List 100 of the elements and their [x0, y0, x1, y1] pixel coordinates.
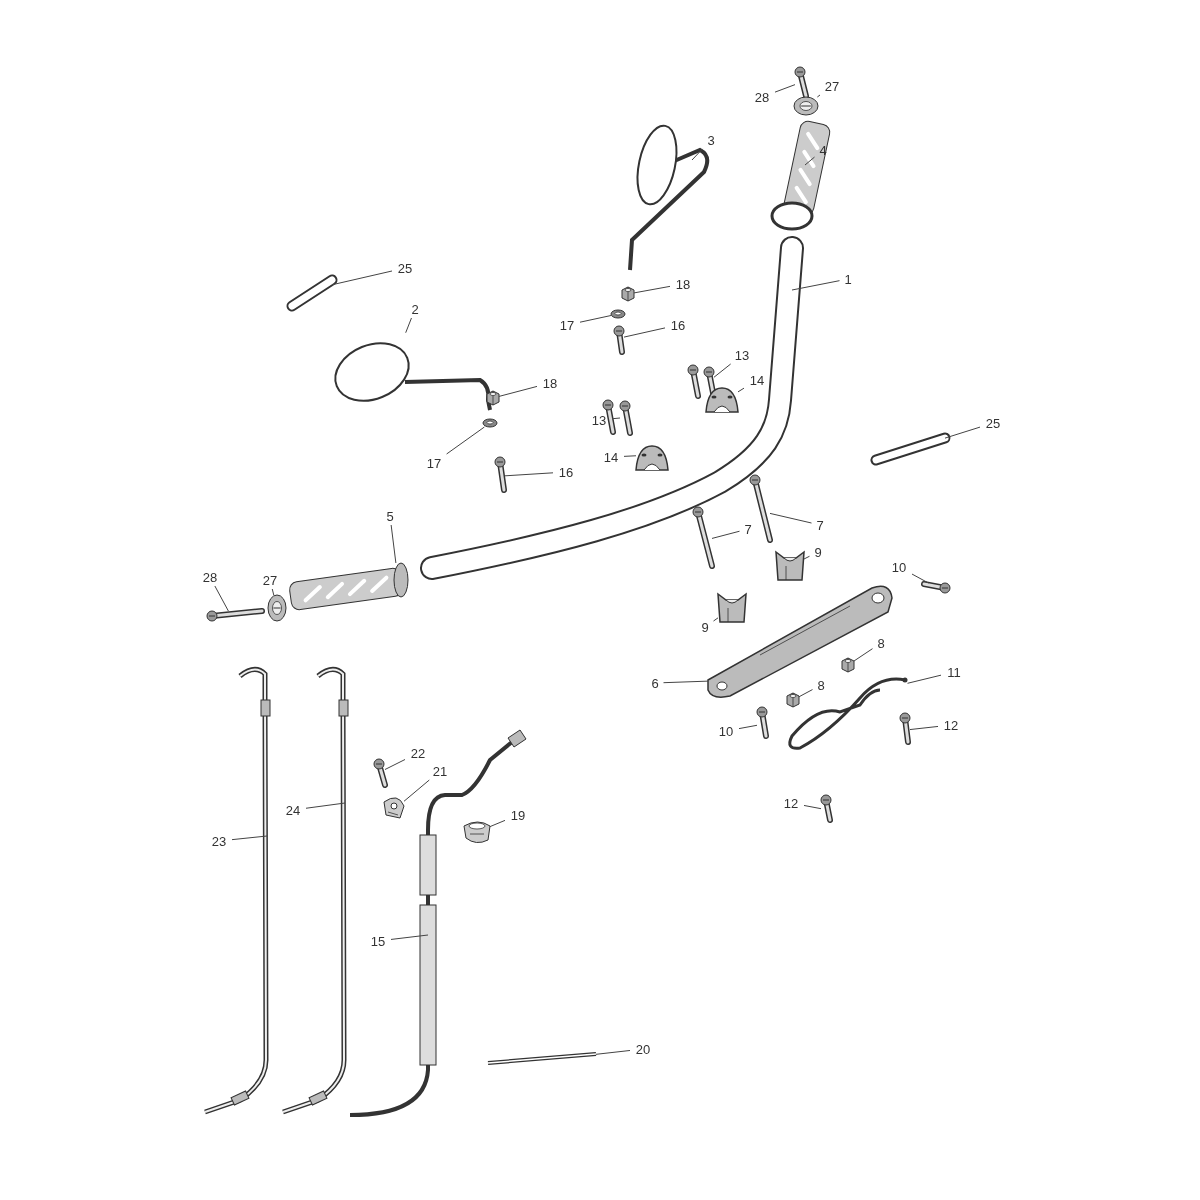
callout-number: 17 [426, 456, 442, 470]
throttle-cable-drawing [349, 729, 527, 1117]
bolt [206, 608, 265, 622]
leader-line [853, 648, 873, 662]
callout-number: 13 [591, 413, 607, 427]
callout-number: 23 [211, 834, 227, 848]
callout-number: 28 [754, 90, 770, 104]
nut [786, 692, 800, 708]
leader-line [271, 588, 275, 596]
grip [770, 119, 832, 231]
leader-line [623, 455, 637, 457]
cable-tie [487, 1052, 597, 1065]
leader-line [331, 270, 393, 286]
callout-number: 17 [559, 318, 575, 332]
leader-line [909, 725, 939, 731]
callout-number: 21 [432, 764, 448, 778]
bolt [749, 474, 773, 543]
leader-line [489, 819, 506, 828]
callout-number: 20 [635, 1042, 651, 1056]
leader-line [711, 530, 740, 539]
callout-number: 7 [816, 518, 824, 532]
callout-number: 19 [510, 808, 526, 822]
leader-line [691, 148, 703, 161]
callout-number: 25 [985, 416, 1001, 430]
leader-line [579, 315, 612, 323]
leader-line [907, 674, 942, 684]
callout-number: 16 [558, 465, 574, 479]
wiring-loop [788, 677, 908, 750]
leader-line [595, 1049, 631, 1055]
callout-number: 24 [285, 803, 301, 817]
callout-number: 5 [386, 509, 394, 523]
callout-number: 6 [651, 676, 659, 690]
callout-number: 13 [734, 348, 750, 362]
leader-line [816, 94, 821, 98]
leader-line [305, 802, 346, 809]
callout-number: 18 [675, 277, 691, 291]
leader-line [944, 426, 981, 439]
callout-number: 16 [670, 318, 686, 332]
callout-number: 14 [749, 373, 765, 387]
bolt [899, 712, 911, 745]
leader-line [804, 156, 815, 166]
leader-line [231, 835, 268, 841]
leader-line [663, 680, 709, 684]
callout-number: 11 [947, 665, 961, 679]
strap [870, 432, 951, 466]
leader-line [798, 689, 813, 698]
strap [286, 274, 338, 312]
leader-line [791, 280, 840, 291]
callout-number: 7 [744, 522, 752, 536]
bolt [373, 758, 388, 788]
bolt [692, 506, 715, 569]
leader-line [713, 363, 732, 378]
callout-number: 8 [817, 678, 825, 692]
callout-number: 2 [411, 302, 419, 316]
nut [841, 657, 855, 673]
callout-number: 12 [783, 796, 799, 810]
riser [717, 592, 747, 623]
bolt [756, 706, 769, 739]
callout-number: 9 [814, 545, 822, 559]
leader-line [504, 472, 554, 477]
leader-line [633, 285, 671, 294]
end-cap [793, 96, 819, 116]
bolt [494, 456, 507, 493]
callout-number: 12 [943, 718, 959, 732]
leader-line [403, 779, 430, 802]
leader-line [390, 934, 429, 940]
bolt [613, 325, 625, 355]
callout-number: 8 [877, 636, 885, 650]
callout-number: 9 [701, 620, 709, 634]
leader-line [446, 426, 485, 455]
callout-number: 25 [397, 261, 413, 275]
bolt [794, 66, 809, 99]
leader-line [737, 387, 745, 393]
leader-line [803, 804, 822, 810]
leader-line [769, 512, 812, 524]
callout-number: 15 [370, 934, 386, 948]
callout-number: 10 [718, 724, 734, 738]
leader-line [611, 417, 621, 420]
top-yoke [707, 585, 893, 698]
grip [288, 562, 409, 612]
callout-number: 14 [603, 450, 619, 464]
callout-number: 27 [262, 573, 278, 587]
callout-number: 18 [542, 376, 558, 390]
leader-line [713, 617, 719, 622]
callout-number: 10 [891, 560, 907, 574]
callout-number: 28 [202, 570, 218, 584]
leader-line [405, 317, 412, 334]
leader-line [911, 573, 929, 584]
mirror [334, 342, 492, 411]
handlebar [420, 236, 804, 580]
bolt-pair [687, 364, 717, 401]
callout-number: 1 [844, 272, 852, 286]
leader-line [390, 524, 397, 564]
bolt [820, 794, 833, 823]
control-cable [204, 667, 271, 1115]
leader-line [498, 385, 538, 397]
callout-number: 4 [819, 143, 827, 157]
bolt [921, 581, 951, 594]
leader-line [738, 724, 758, 730]
leader-line [384, 759, 406, 770]
